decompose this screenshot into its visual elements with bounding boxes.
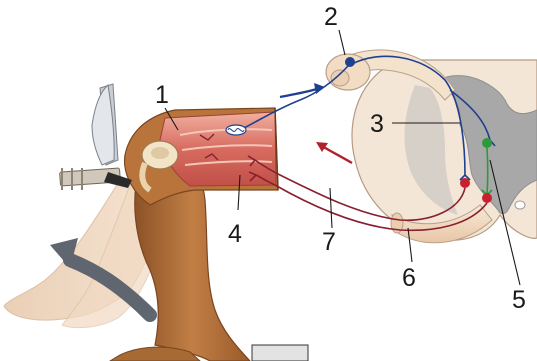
leader-line-7 [330, 188, 332, 228]
label-2: 2 [324, 3, 338, 31]
muscle-spindle-receptor [226, 125, 246, 135]
label-5: 5 [512, 286, 526, 314]
patella-shade [151, 147, 169, 159]
motor-direction-arrow [322, 146, 352, 163]
motor-neuron-body-2 [482, 193, 492, 203]
bottom-box [252, 345, 308, 361]
motor-arrow-head [316, 142, 328, 152]
motor-neuron-body-1 [460, 178, 470, 188]
label-3: 3 [370, 110, 384, 138]
sensory-neuron-body [345, 57, 355, 67]
label-4: 4 [228, 220, 242, 248]
leader-line-2 [339, 30, 345, 55]
reflex-hammer [60, 84, 132, 190]
quadriceps-muscle [160, 112, 276, 186]
label-6: 6 [402, 264, 416, 292]
label-7: 7 [322, 228, 336, 256]
label-1: 1 [155, 81, 169, 109]
central-canal [515, 201, 525, 209]
ganglion-cut-end [331, 70, 349, 86]
